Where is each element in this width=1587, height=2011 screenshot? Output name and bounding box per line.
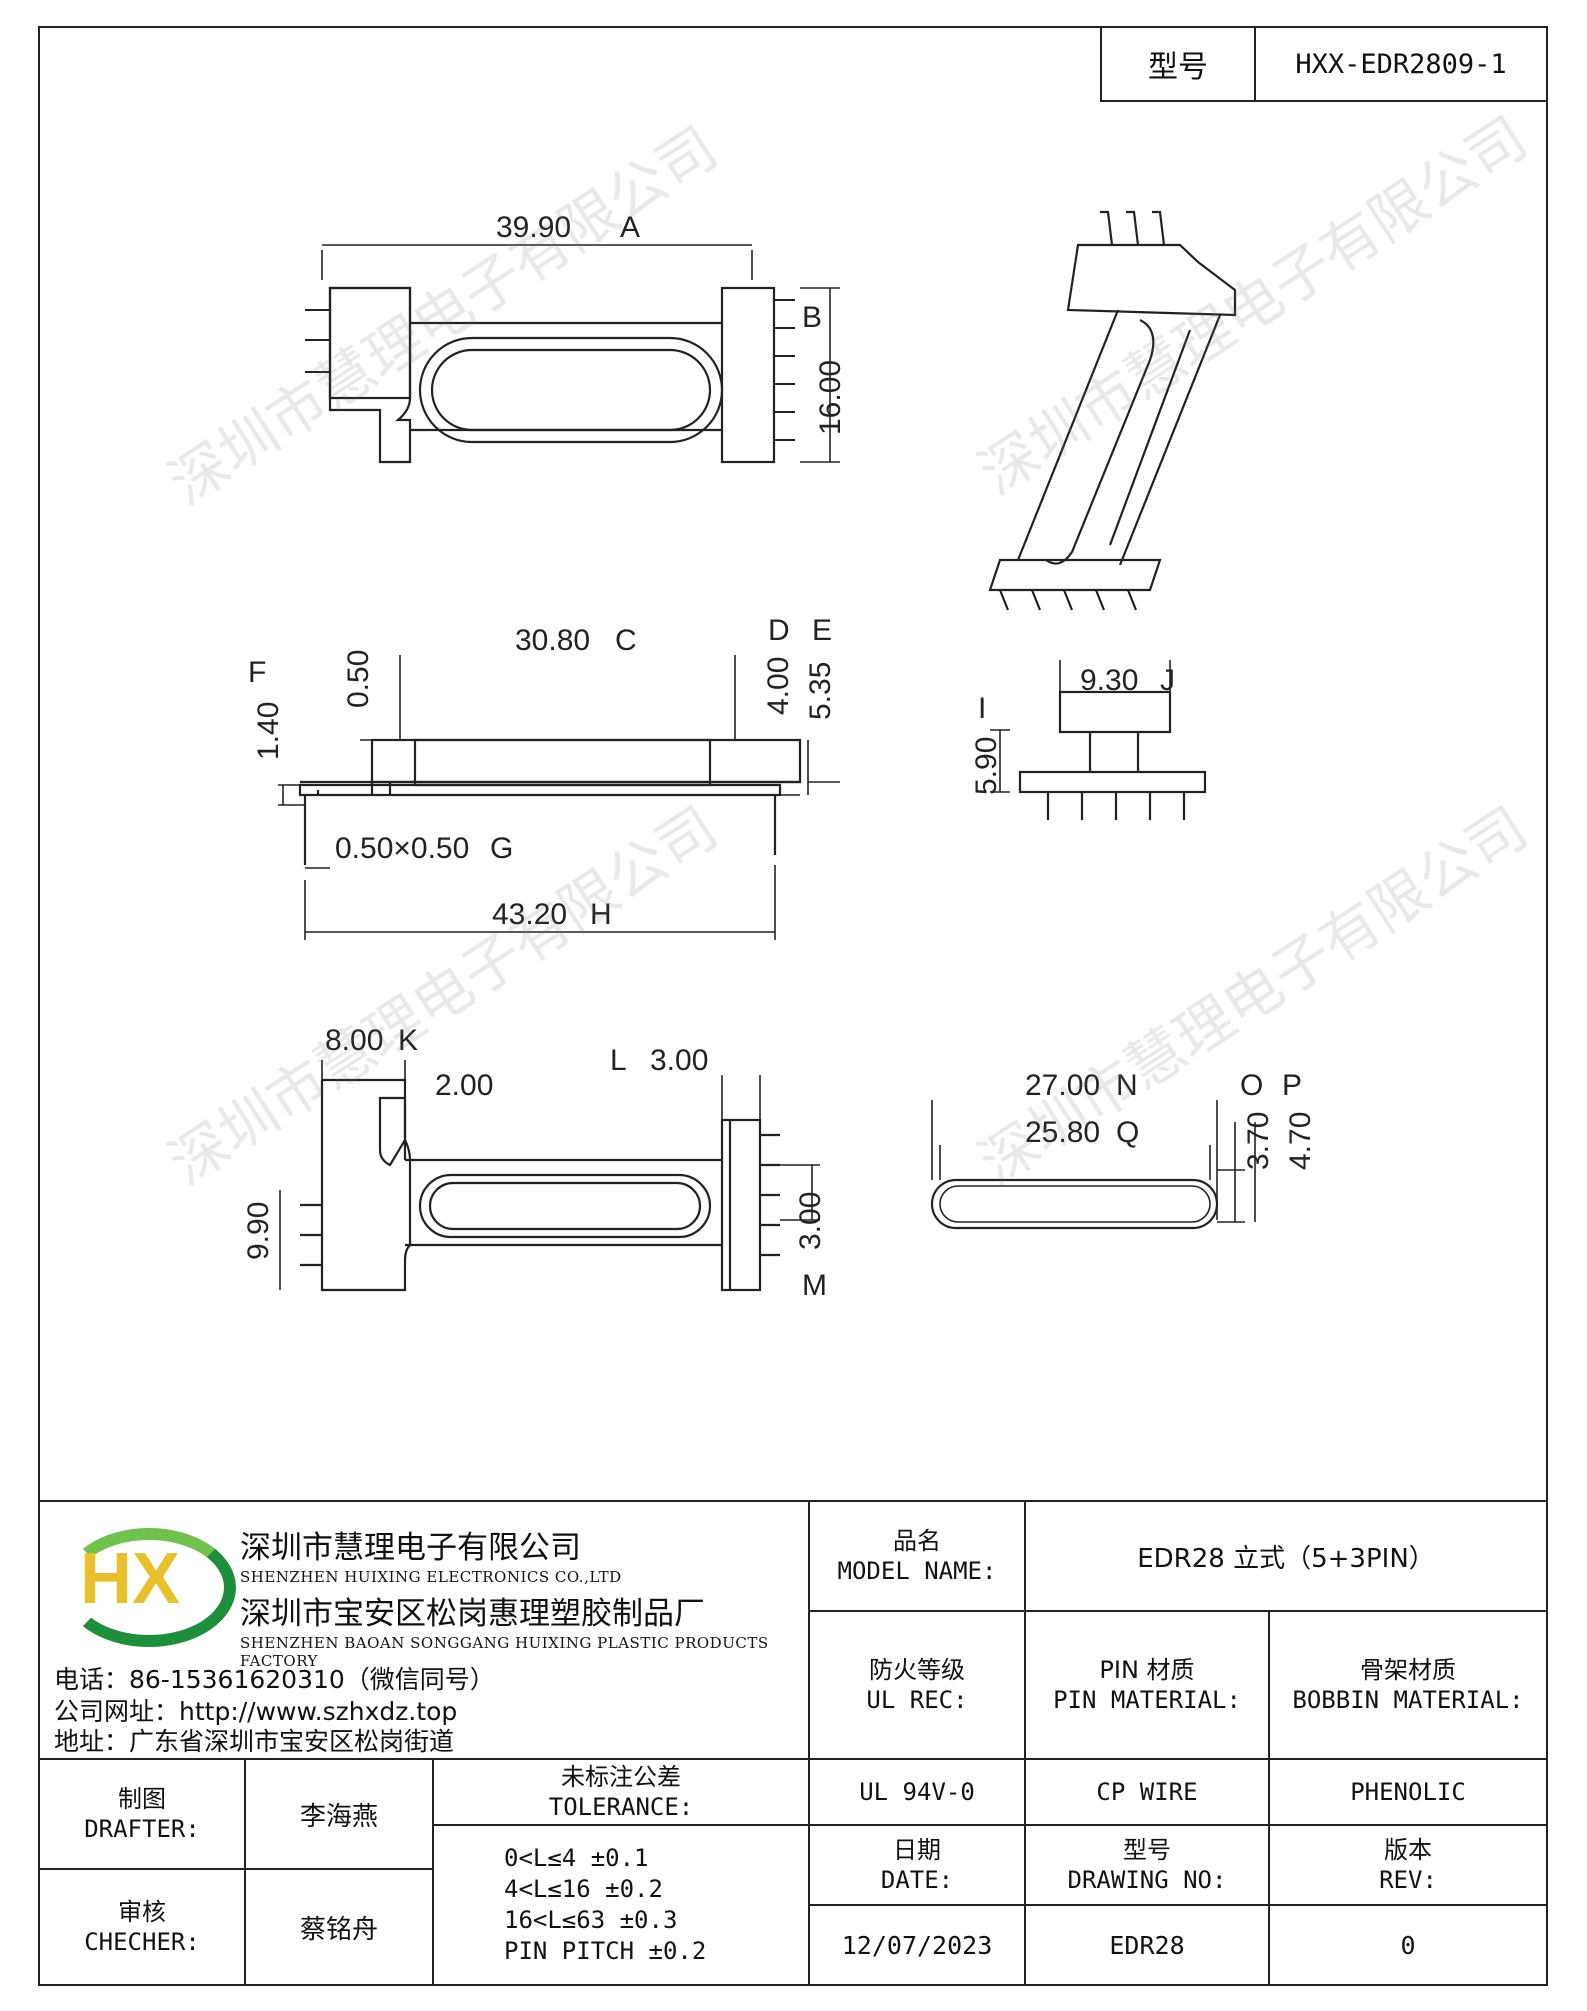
ul-value: UL 94V-0 (808, 1758, 1026, 1826)
dim-m-letter: M (802, 1269, 827, 1302)
bottom-view (279, 1060, 820, 1292)
tolerance-row: 16<L≤63 ±0.3 (504, 1906, 678, 1934)
dim-k3-value: 9.90 (242, 1202, 275, 1260)
tolerance-row: PIN PITCH ±0.2 (504, 1937, 707, 1966)
factory-name-cn: 深圳市宝安区松岗惠理塑胶制品厂 (240, 1596, 705, 1632)
dim-k-value: 8.00 (325, 1024, 383, 1057)
header-model-value: HXX-EDR2809-1 (1254, 26, 1548, 102)
dim-e-value: 5.35 (804, 662, 837, 720)
isometric-view (988, 210, 1237, 611)
dim-h-letter: H (590, 898, 612, 931)
technical-drawing: 39.90 A 16.00 B 30.80 C 4.00 D 5.35 E 1.… (242, 210, 1317, 1302)
dim-n-value: 27.00 (1025, 1069, 1100, 1102)
drafter-value: 李海燕 (244, 1758, 434, 1870)
dim-o-letter: O (1240, 1069, 1263, 1102)
dim-o-value: 3.70 (1242, 1112, 1275, 1170)
company-cell (38, 1500, 810, 1760)
dim-g-value: 0.50×0.50 (335, 832, 469, 865)
dim-g-letter: G (490, 832, 513, 865)
drawing-no-value: EDR28 (1024, 1904, 1270, 1986)
dim-h-value: 43.20 (492, 898, 567, 931)
dim-b-value: 16.00 (814, 360, 847, 435)
company-name-cn: 深圳市慧理电子有限公司 (240, 1530, 581, 1566)
dim-j-letter: J (1160, 664, 1175, 697)
company-phone: 电话：86-15361620310（微信同号） (54, 1665, 495, 1694)
section-view (930, 1100, 1256, 1230)
dim-l-letter: L (610, 1044, 627, 1077)
dim-k2-value: 2.00 (435, 1069, 493, 1102)
end-view (990, 660, 1207, 820)
dim-a-value: 39.90 (496, 211, 571, 244)
dim-q-value: 25.80 (1025, 1116, 1100, 1149)
logo-text: HX (80, 1539, 181, 1619)
dim-n-letter: N (1116, 1069, 1138, 1102)
dim-m-value: 3.00 (794, 1192, 827, 1250)
company-info: HX 深圳市慧理电子有限公司 SHENZHEN HUIXING ELECTRON… (40, 1500, 800, 1756)
dim-j-value: 9.30 (1080, 664, 1138, 697)
company-website: 公司网址：http://www.szhxdz.top (54, 1697, 458, 1726)
dim-f2-value: 0.50 (342, 650, 375, 708)
tolerance-list: 0<L≤4 ±0.1 4<L≤16 ±0.2 16<L≤63 ±0.3 PIN … (432, 1824, 810, 1986)
dim-b-letter: B (802, 301, 822, 334)
pin-material-value: CP WIRE (1024, 1758, 1270, 1826)
dim-p-value: 4.70 (1284, 1112, 1317, 1170)
dim-p-letter: P (1282, 1069, 1302, 1102)
tolerance-row: 0<L≤4 ±0.1 (504, 1843, 649, 1872)
top-view (305, 244, 840, 464)
company-address: 地址：广东省深圳市宝安区松岗街道 (54, 1727, 455, 1756)
dim-e-letter: E (812, 614, 832, 647)
dim-i-value: 5.90 (970, 737, 1003, 795)
side-view (278, 655, 840, 940)
dim-l-value: 3.00 (650, 1044, 708, 1077)
dim-q-letter: Q (1116, 1116, 1139, 1149)
company-name-en: SHENZHEN HUIXING ELECTRONICS CO.,LTD (240, 1568, 622, 1586)
dim-k-letter: K (398, 1024, 418, 1057)
rev-value: 0 (1268, 1904, 1548, 1986)
tolerance-row: 4<L≤16 ±0.2 (504, 1874, 663, 1903)
dim-i-letter: I (978, 692, 986, 725)
dim-c-letter: C (615, 624, 637, 657)
dim-a-letter: A (620, 211, 640, 244)
dim-f-value: 1.40 (252, 702, 285, 760)
dim-c-value: 30.80 (515, 624, 590, 657)
checker-value: 蔡铭舟 (244, 1868, 434, 1986)
date-value: 12/07/2023 (808, 1904, 1026, 1986)
dim-d-letter: D (768, 614, 790, 647)
model-name-value: EDR28 立式（5+3PIN） (1024, 1500, 1548, 1612)
header-model-label: 型号 (1100, 26, 1256, 102)
bobbin-material-value: PHENOLIC (1268, 1758, 1548, 1826)
dim-d-value: 4.00 (762, 657, 795, 715)
dim-f-letter: F (248, 656, 266, 689)
factory-name-en: SHENZHEN BAOAN SONGGANG HUIXING PLASTIC … (240, 1634, 769, 1670)
